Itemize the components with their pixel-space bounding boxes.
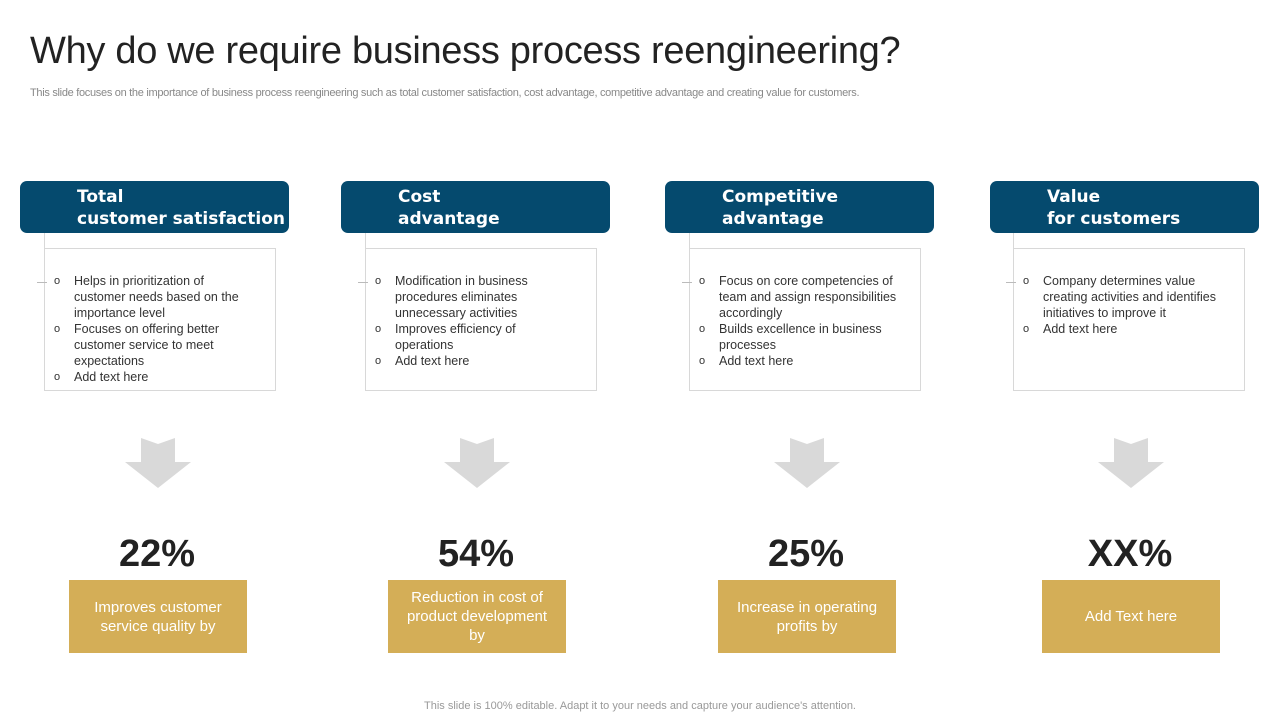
bullet-list: Company determines value creating activi… bbox=[1023, 273, 1223, 337]
bullet-item: Builds excellence in business processes bbox=[699, 321, 899, 353]
connector-tick bbox=[1006, 282, 1016, 283]
caption-box: Add Text here bbox=[1042, 580, 1220, 653]
column-header-line-1: Cost bbox=[398, 187, 441, 207]
connector-line bbox=[44, 233, 45, 391]
bullet-item: Focuses on offering better customer serv… bbox=[54, 321, 254, 369]
caption-text: Improves customer service quality by bbox=[94, 598, 222, 635]
connector-tick bbox=[358, 282, 368, 283]
caption-box: Increase in operating profits by bbox=[718, 580, 896, 653]
page-title: Why do we require business process reeng… bbox=[30, 30, 901, 72]
bullet-box bbox=[1013, 248, 1245, 391]
column-header-line-1: Total bbox=[77, 187, 124, 207]
caption-box: Reduction in cost of product development… bbox=[388, 580, 566, 653]
caption-text: Add Text here bbox=[1084, 608, 1178, 625]
column-header: Value for customers bbox=[990, 181, 1259, 233]
column-header: Cost advantage bbox=[341, 181, 610, 233]
down-arrow-icon bbox=[774, 438, 840, 488]
connector-line bbox=[1013, 233, 1014, 391]
caption-box: Improves customer service quality by bbox=[69, 580, 247, 653]
caption-text: Increase in operating profits by bbox=[736, 598, 878, 635]
column-header-line-2: customer satisfaction bbox=[77, 209, 285, 229]
percent-value: XX% bbox=[1087, 533, 1173, 575]
column-header: Competitive advantage bbox=[665, 181, 934, 233]
down-arrow-icon bbox=[125, 438, 191, 488]
page-subtitle: This slide focuses on the importance of … bbox=[30, 87, 860, 99]
connector-tick bbox=[682, 282, 692, 283]
bullet-item: Add text here bbox=[54, 369, 254, 385]
bullet-item: Add text here bbox=[375, 353, 575, 369]
down-arrow-icon bbox=[1098, 438, 1164, 488]
column-header-line-2: for customers bbox=[1047, 209, 1181, 229]
bullet-box bbox=[44, 248, 276, 391]
connector-tick bbox=[37, 282, 47, 283]
bullet-item: Helps in prioritization of customer need… bbox=[54, 273, 254, 321]
column-header-line-2: advantage bbox=[398, 209, 500, 229]
bullet-item: Improves efficiency of operations bbox=[375, 321, 575, 353]
caption-text: Reduction in cost of product development… bbox=[406, 589, 548, 644]
bullet-item: Modification in business procedures elim… bbox=[375, 273, 575, 321]
bullet-item: Focus on core competencies of team and a… bbox=[699, 273, 899, 321]
bullet-item: Add text here bbox=[699, 353, 899, 369]
column-header-line-2: advantage bbox=[722, 209, 824, 229]
connector-line bbox=[365, 233, 366, 391]
percent-value: 22% bbox=[118, 533, 196, 575]
bullet-list: Focus on core competencies of team and a… bbox=[699, 273, 899, 369]
footer-note: This slide is 100% editable. Adapt it to… bbox=[424, 700, 856, 712]
bullet-item: Company determines value creating activi… bbox=[1023, 273, 1223, 321]
bullet-item: Add text here bbox=[1023, 321, 1223, 337]
bullet-list: Modification in business procedures elim… bbox=[375, 273, 575, 369]
bullet-box bbox=[365, 248, 597, 391]
bullet-box bbox=[689, 248, 921, 391]
connector-line bbox=[689, 233, 690, 391]
percent-value: 54% bbox=[437, 533, 515, 575]
column-header: Total customer satisfaction bbox=[20, 181, 289, 233]
down-arrow-icon bbox=[444, 438, 510, 488]
column-header-line-1: Competitive bbox=[722, 187, 839, 207]
percent-value: 25% bbox=[767, 533, 845, 575]
bullet-list: Helps in prioritization of customer need… bbox=[54, 273, 254, 385]
column-header-line-1: Value bbox=[1047, 187, 1101, 207]
